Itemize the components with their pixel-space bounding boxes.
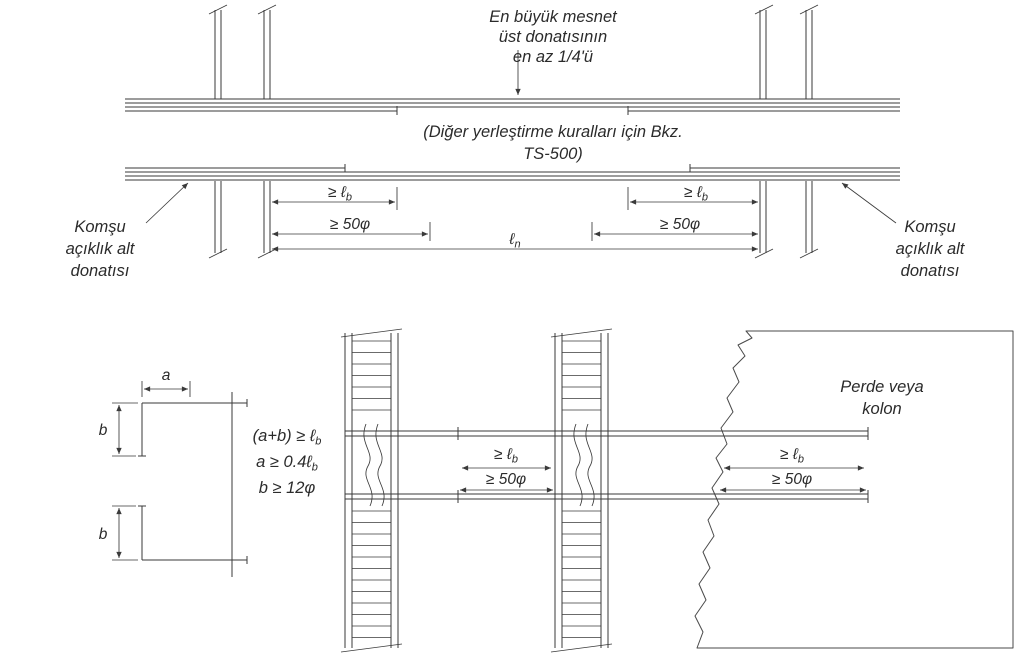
column2-stirrups-upper (562, 340, 601, 411)
hook-b-top-dim-ticks (112, 402, 138, 457)
hook-formula-b: b ≥ 12φ (259, 479, 316, 497)
beam-break-squiggles (363, 423, 595, 507)
hook-b-top-dim-label: b (99, 422, 108, 439)
left-label-line-3: donatısı (71, 262, 130, 280)
ln-dim-label: ℓn (508, 231, 520, 251)
column2-stirrups-lower (562, 510, 601, 638)
hook-b-bottom-dim-label: b (99, 526, 108, 543)
beam-note-line-2: TS-500) (523, 145, 583, 163)
hook-top-bar (138, 399, 248, 457)
left-label-line-2: açıklık alt (66, 240, 136, 258)
right-50phi-dim-label: ≥ 50φ (660, 216, 700, 233)
bottom-columns-break-marks (340, 328, 613, 653)
right-label-line-3: donatısı (901, 262, 960, 280)
top-dim-ticks (269, 187, 629, 241)
bottom-columns (344, 333, 609, 648)
right-label-leader-arrow (841, 182, 897, 224)
hook-formula-a: a ≥ 0.4ℓb (256, 453, 318, 474)
hook-a-dim-ticks (141, 381, 191, 397)
hook-formula-ab: (a+b) ≥ ℓb (253, 427, 322, 448)
wall-outline (694, 330, 1014, 649)
right-label-line-1: Komşu (904, 218, 955, 236)
right-label-line-2: açıklık alt (896, 240, 966, 258)
hook-detail: a b b (a+b) ≥ ℓb a ≥ 0.4ℓb b ≥ 12φ (99, 367, 322, 577)
bottom-beam-bars (345, 427, 869, 503)
top-beam-elevation: En büyük mesnet üst donatısının en az 1/… (66, 4, 966, 280)
column1-stirrups-lower (352, 510, 391, 638)
beam-top-bars (125, 98, 900, 115)
wall-50phi-dim-label: ≥ 50φ (772, 471, 812, 488)
left-label-leader-arrow (145, 182, 189, 224)
mid-50phi-dim-label: ≥ 50φ (486, 471, 526, 488)
beam-bottom-bars (125, 164, 900, 181)
right-lb-dim-label: ≥ ℓb (684, 184, 708, 204)
left-50phi-dim-label: ≥ 50φ (330, 216, 370, 233)
support-note-line-2: üst donatısının (499, 28, 607, 46)
support-note-line-3: en az 1/4'ü (513, 48, 593, 66)
column1-stirrups-upper (352, 340, 391, 411)
hook-bottom-bar (138, 505, 248, 564)
wall-label-line-2: kolon (862, 400, 901, 418)
support-note-line-1: En büyük mesnet (489, 8, 618, 26)
mid-lb-dim-label: ≥ ℓb (494, 446, 518, 466)
left-label-line-1: Komşu (74, 218, 125, 236)
hook-a-dim-label: a (162, 367, 171, 384)
left-lb-dim-label: ≥ ℓb (328, 184, 352, 204)
top-columns (214, 10, 813, 253)
hook-b-bottom-dim-ticks (112, 505, 138, 561)
top-columns-break-marks (208, 4, 819, 259)
wall-label-line-1: Perde veya (840, 378, 923, 396)
bottom-anchorage-detail: Perde veya kolon ≥ ℓb ≥ 50φ ≥ ℓb ≥ 50φ (340, 328, 1014, 653)
beam-note-line-1: (Diğer yerleştirme kuralları için Bkz. (423, 123, 682, 141)
wall-lb-dim-label: ≥ ℓb (780, 446, 804, 466)
